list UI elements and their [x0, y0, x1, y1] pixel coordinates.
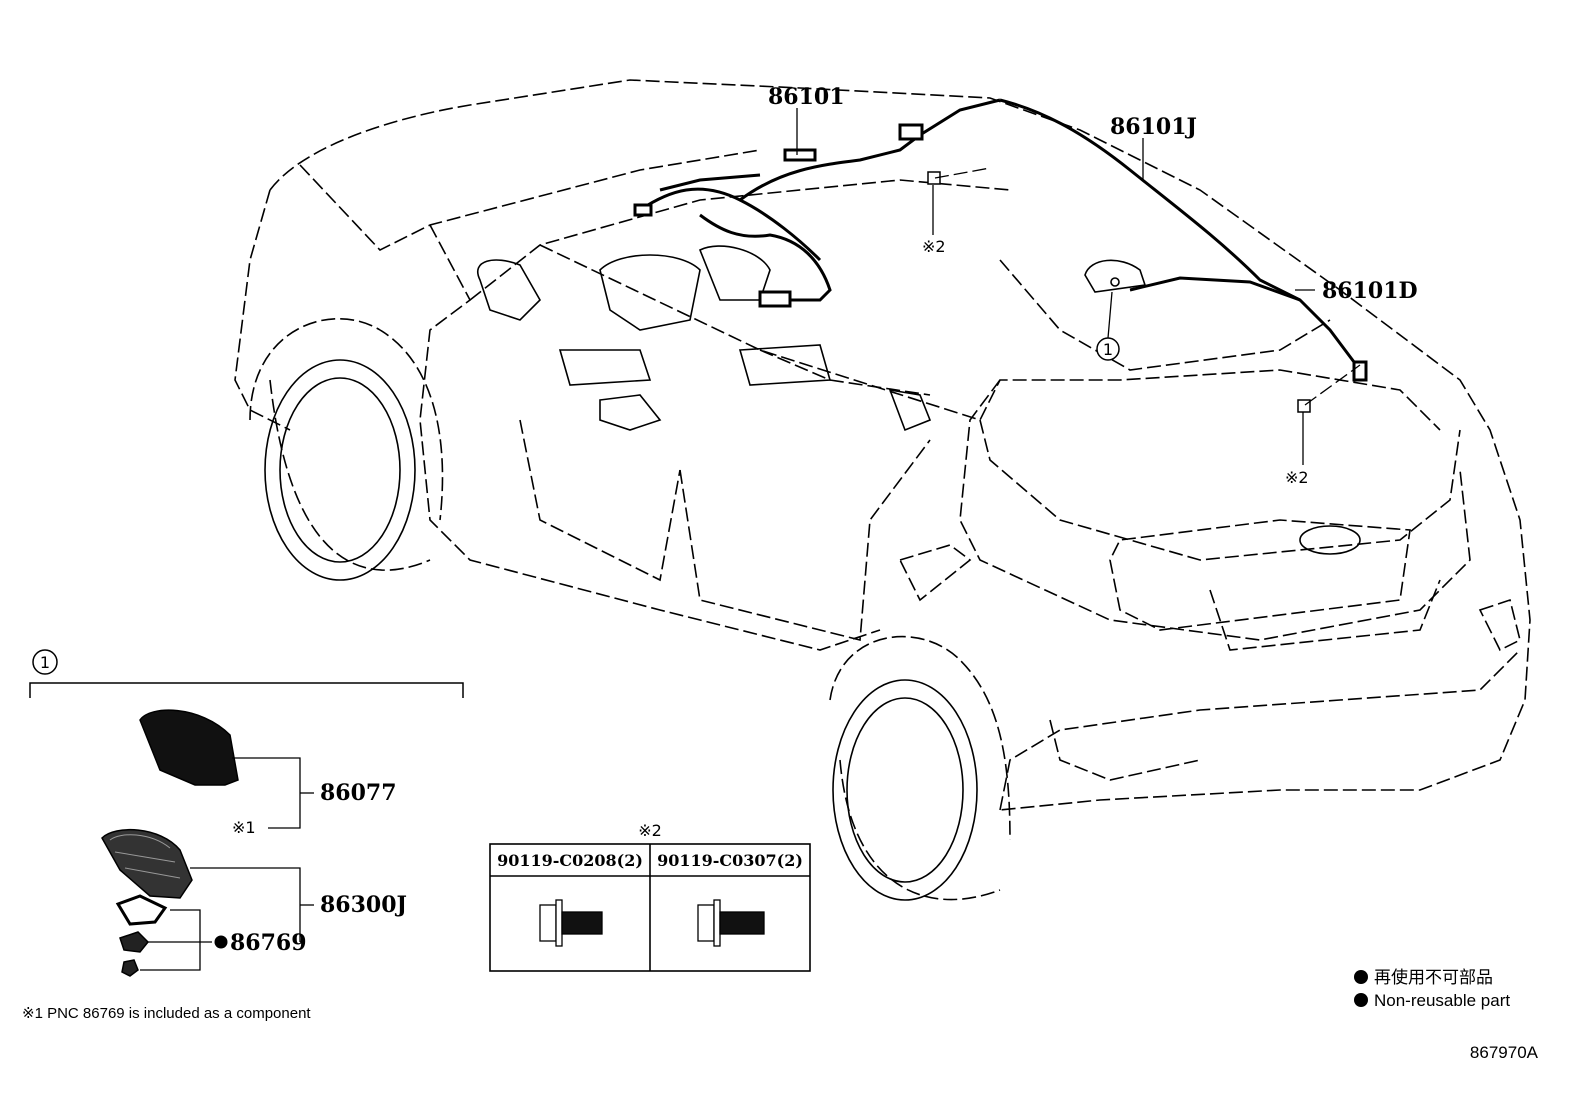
antenna-cover-icon — [139, 709, 239, 786]
table-col-1: 90119-C0208(2) — [497, 851, 643, 870]
label-86101d: 86101D — [1322, 278, 1418, 304]
antenna-assy-icon — [101, 828, 193, 899]
table-col-2: 90119-C0307(2) — [657, 851, 803, 870]
label-86769: 86769 — [230, 930, 307, 956]
note-mark-1: ※1 — [232, 818, 256, 837]
bolt-icon — [927, 171, 1311, 413]
callout-label: 1 — [1103, 340, 1113, 359]
sub-assembly-group: 1 — [29, 649, 464, 698]
group-callout-label: 1 — [40, 653, 50, 672]
callout-circle: 1 — [1096, 337, 1120, 361]
leader-86300j — [190, 867, 314, 942]
bolt-long-icon — [697, 899, 765, 947]
label-86101j: 86101J — [1110, 114, 1197, 140]
diagram-code: 867970A — [1470, 1043, 1539, 1062]
clip-icon — [119, 931, 150, 953]
screw-icon — [121, 959, 139, 977]
leader-lines — [796, 108, 1361, 465]
footnote: ※1 PNC 86769 is included as a component — [22, 1005, 311, 1022]
legend-dot-icon — [1354, 993, 1368, 1007]
note-mark-2-rear: ※2 — [1285, 468, 1309, 487]
table-title: ※2 — [638, 821, 662, 840]
legend-japanese: 再使用不可部品 — [1374, 967, 1493, 987]
bolt-flanged-icon — [539, 899, 603, 947]
leader-86769 — [140, 909, 212, 971]
non-reusable-marker — [214, 935, 228, 949]
fastener-table — [489, 843, 811, 972]
label-86300j: 86300J — [320, 892, 407, 918]
leader-86077 — [232, 757, 314, 829]
label-86101: 86101 — [768, 84, 845, 110]
wire-harness-86101 — [633, 98, 1001, 308]
gasket-icon — [115, 894, 168, 926]
legend-english: Non-reusable part — [1374, 991, 1510, 1010]
note-mark-2-front: ※2 — [922, 237, 946, 256]
label-86077: 86077 — [320, 780, 397, 806]
vehicle-outline — [234, 79, 1531, 901]
legend-dot-icon — [1354, 970, 1368, 984]
wire-harness-86101J — [999, 98, 1368, 382]
roof-antenna — [1084, 259, 1147, 293]
